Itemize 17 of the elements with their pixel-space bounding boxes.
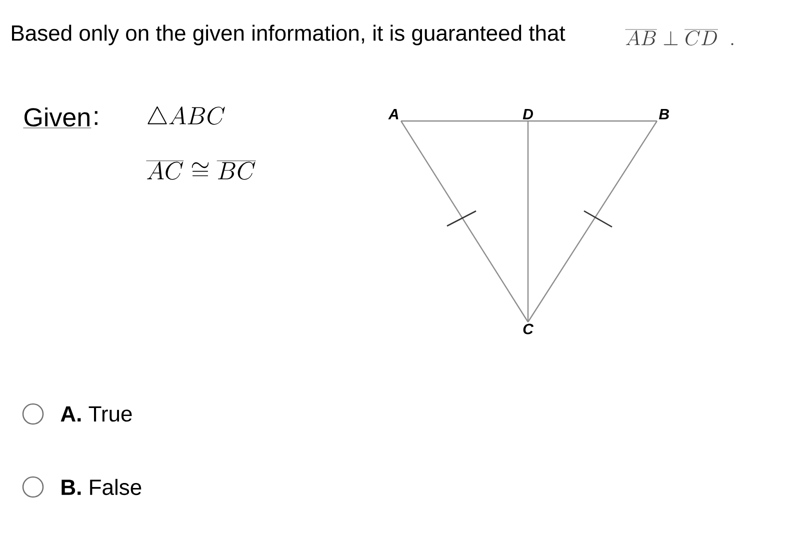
vertex-label: C: [523, 324, 534, 334]
vertex-label: A: [388, 108, 398, 120]
line-segment: [528, 120, 658, 322]
vertex-label: D: [522, 108, 533, 120]
answer-option: B. False: [62, 478, 142, 496]
answer-option: A. True: [60, 406, 132, 422]
colon: :: [94, 111, 98, 125]
vertex-label: B: [658, 108, 669, 120]
line-segment: [528, 120, 657, 122]
formula: $\overline{AC} \cong \overline{BC}$: [146, 160, 256, 180]
question-text: Based only on the given information, it is guaranteed that: [12, 24, 566, 46]
given-label: Given: [23, 107, 92, 128]
formula: $\triangle ABC$: [148, 106, 225, 125]
formula: $\overline{AB} \perp \overline{CD}\;\;.$: [625, 30, 734, 46]
line-segment: [401, 120, 528, 122]
line-segment: [527, 121, 529, 322]
line-segment: [400, 120, 529, 322]
